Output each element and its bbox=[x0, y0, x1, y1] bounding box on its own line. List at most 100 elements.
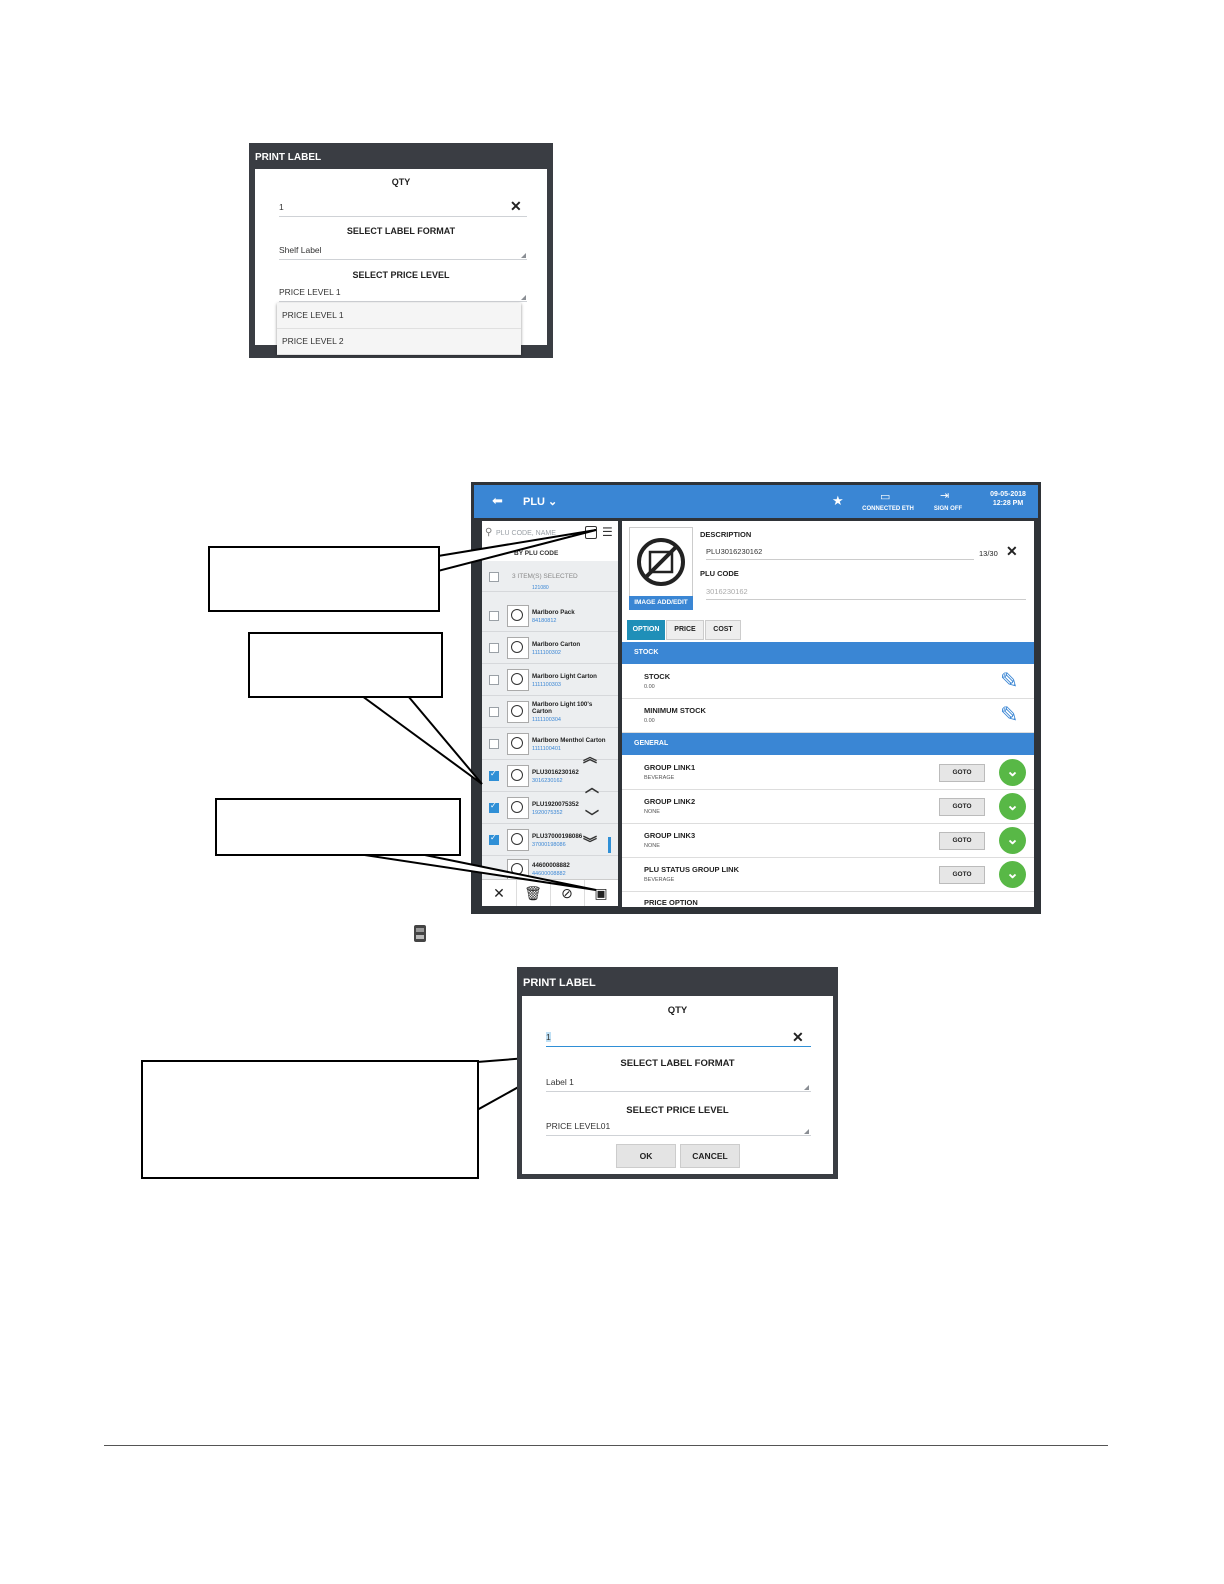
edit-pencil-icon[interactable]: ✎ bbox=[1000, 668, 1019, 693]
row-label: MINIMUM STOCK bbox=[644, 706, 706, 715]
item-name: PLU1920075352 bbox=[532, 801, 579, 808]
row-label: GROUP LINK2 bbox=[644, 797, 696, 806]
qty-input[interactable]: 1 bbox=[279, 202, 527, 217]
item-checkbox[interactable] bbox=[489, 739, 499, 749]
close-icon[interactable]: ✕ bbox=[482, 880, 517, 906]
image-add-edit-button[interactable]: IMAGE ADD/EDIT bbox=[629, 596, 693, 610]
label-format-select[interactable]: Label 1 bbox=[546, 1077, 811, 1092]
callout-pointer bbox=[437, 529, 597, 573]
goto-button[interactable]: GOTO bbox=[939, 798, 985, 816]
scroll-top-icon[interactable]: ︽ bbox=[583, 749, 597, 765]
dropdown-option[interactable]: PRICE LEVEL 2 bbox=[277, 329, 521, 355]
list-item[interactable]: PLU1920075352 1920075352 bbox=[482, 792, 618, 824]
group-link2-row[interactable]: GROUP LINK2 NONE GOTO ⌄ bbox=[622, 789, 1034, 824]
stock-row[interactable]: STOCK 0.00 ✎ bbox=[622, 664, 1034, 699]
section-title: GENERAL bbox=[634, 740, 669, 747]
list-item[interactable]: Marlboro Carton 1111100302 bbox=[482, 632, 618, 664]
chevron-down-icon[interactable]: ⌄ bbox=[999, 827, 1026, 854]
chevron-down-icon[interactable]: ⌄ bbox=[999, 861, 1026, 888]
price-option-row[interactable]: PRICE OPTION bbox=[622, 891, 1034, 907]
qty-value: 1 bbox=[546, 1032, 551, 1042]
price-level-dropdown: PRICE LEVEL 1 PRICE LEVEL 2 bbox=[277, 303, 521, 355]
dropdown-option[interactable]: PRICE LEVEL 1 bbox=[277, 303, 521, 329]
edit-pencil-icon[interactable]: ✎ bbox=[1000, 702, 1019, 727]
item-checkbox[interactable] bbox=[489, 769, 499, 781]
tab-cost[interactable]: COST bbox=[705, 620, 741, 640]
print-label-icon[interactable]: ▣ bbox=[594, 885, 608, 901]
search-input[interactable]: PLU CODE, NAME bbox=[496, 530, 556, 537]
list-item[interactable]: Marlboro Light Carton 1111100303 bbox=[482, 664, 618, 696]
item-code: 1111100303 bbox=[532, 682, 561, 688]
scroll-bottom-icon[interactable]: ︾ bbox=[583, 835, 597, 851]
tab-price[interactable]: PRICE bbox=[666, 620, 704, 640]
label-format-select[interactable]: Shelf Label bbox=[279, 245, 527, 260]
price-level-select[interactable]: PRICE LEVEL 1 bbox=[279, 287, 527, 302]
callout-box-select-items bbox=[248, 632, 443, 698]
plu-menu[interactable]: PLU ⌄ bbox=[523, 496, 558, 508]
plu-status-group-link-row[interactable]: PLU STATUS GROUP LINK BEVERAGE GOTO ⌄ bbox=[622, 857, 1034, 892]
qty-input[interactable]: 1 bbox=[546, 1032, 811, 1047]
row-value: 0.00 bbox=[644, 718, 655, 724]
sign-off-label[interactable]: SIGN OFF bbox=[933, 506, 963, 512]
minimum-stock-row[interactable]: MINIMUM STOCK 0.00 ✎ bbox=[622, 698, 1034, 733]
description-input[interactable]: PLU3016230162 bbox=[706, 547, 974, 560]
row-label: STOCK bbox=[644, 672, 671, 681]
product-image-icon bbox=[507, 669, 529, 691]
product-image-icon bbox=[507, 797, 529, 819]
list-item[interactable]: Marlboro Pack 84180812 bbox=[482, 600, 618, 632]
block-icon[interactable]: ⊘ bbox=[550, 880, 585, 906]
item-checkbox[interactable] bbox=[489, 801, 499, 813]
item-code: 3016230162 bbox=[532, 778, 563, 784]
item-checkbox[interactable] bbox=[489, 707, 499, 717]
sign-off-icon[interactable]: ⇥ bbox=[940, 490, 950, 502]
price-level-value: PRICE LEVEL01 bbox=[546, 1121, 611, 1131]
list-item[interactable]: PLU37000198086 37000198086 bbox=[482, 824, 618, 856]
item-checkbox[interactable] bbox=[489, 643, 499, 653]
plu-code-input[interactable]: 3016230162 bbox=[706, 587, 1026, 600]
clear-icon[interactable]: ✕ bbox=[792, 1029, 804, 1045]
clear-icon[interactable]: ✕ bbox=[510, 198, 522, 214]
list-item[interactable]: Marlboro Light 100's Carton 1111100304 bbox=[482, 696, 618, 728]
connection-status: CONNECTED ETH bbox=[862, 506, 914, 512]
description-label: DESCRIPTION bbox=[700, 530, 752, 539]
item-checkbox[interactable] bbox=[489, 675, 499, 685]
general-section-header: GENERAL bbox=[622, 733, 1034, 755]
item-name: Marlboro Pack bbox=[532, 609, 575, 616]
group-link1-row[interactable]: GROUP LINK1 BEVERAGE GOTO ⌄ bbox=[622, 755, 1034, 790]
scrollbar[interactable] bbox=[608, 837, 611, 853]
row-value: NONE bbox=[644, 809, 660, 815]
scroll-down-icon[interactable]: ﹀ bbox=[585, 809, 599, 825]
select-all-checkbox[interactable] bbox=[489, 572, 499, 582]
list-item[interactable]: Marlboro Menthol Carton 1111100401 bbox=[482, 728, 618, 760]
item-checkbox[interactable] bbox=[489, 833, 499, 845]
trash-icon[interactable]: 🗑 bbox=[516, 880, 551, 906]
list-item[interactable]: PLU3016230162 3016230162 bbox=[482, 760, 618, 792]
time: 12:28 PM bbox=[992, 500, 1024, 507]
chevron-down-icon[interactable]: ⌄ bbox=[999, 793, 1026, 820]
menu-icon[interactable]: ☰ bbox=[602, 525, 613, 539]
goto-button[interactable]: GOTO bbox=[939, 764, 985, 782]
goto-button[interactable]: GOTO bbox=[939, 866, 985, 884]
clear-icon[interactable]: ✕ bbox=[1006, 543, 1018, 559]
goto-button[interactable]: GOTO bbox=[939, 832, 985, 850]
char-counter: 13/30 bbox=[979, 549, 998, 558]
ok-button[interactable]: OK bbox=[616, 1144, 676, 1168]
price-level-select[interactable]: PRICE LEVEL01 bbox=[546, 1121, 811, 1136]
search-bar: ⚲ PLU CODE, NAME ☰ bbox=[482, 521, 618, 548]
scroll-up-icon[interactable]: ︿ bbox=[585, 779, 599, 795]
cancel-button[interactable]: CANCEL bbox=[680, 1144, 740, 1168]
plu-screen: ⬅ PLU ⌄ ★ ▭ CONNECTED ETH ⇥ SIGN OFF 09-… bbox=[471, 482, 1041, 914]
back-arrow-icon[interactable]: ⬅ bbox=[492, 493, 503, 508]
date: 09-05-2018 bbox=[990, 491, 1026, 498]
product-image-icon bbox=[507, 733, 529, 755]
tab-option[interactable]: OPTION bbox=[627, 620, 665, 640]
search-icon: ⚲ bbox=[485, 527, 493, 538]
price-level-label: SELECT PRICE LEVEL bbox=[352, 270, 450, 280]
star-icon[interactable]: ★ bbox=[832, 493, 844, 508]
monitor-icon: ▭ bbox=[880, 491, 891, 503]
chevron-down-icon[interactable]: ⌄ bbox=[999, 759, 1026, 786]
no-image-icon bbox=[637, 538, 685, 586]
group-link3-row[interactable]: GROUP LINK3 NONE GOTO ⌄ bbox=[622, 823, 1034, 858]
item-checkbox[interactable] bbox=[489, 611, 499, 621]
product-image bbox=[629, 527, 693, 605]
